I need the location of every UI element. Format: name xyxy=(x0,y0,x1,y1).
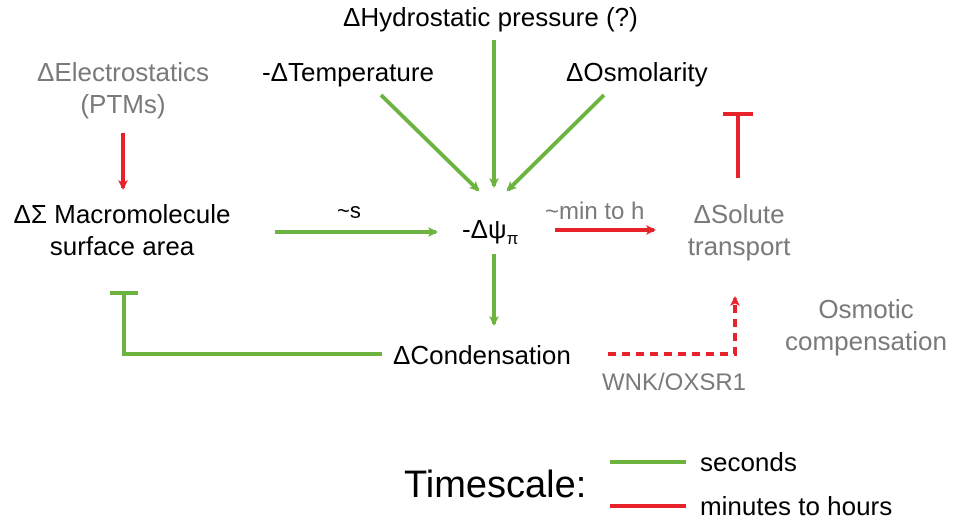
inhibit-condensation-to-surface xyxy=(122,293,382,356)
node-osmotic-compensation: Osmotic compensation xyxy=(776,293,956,357)
node-electrostatics: ΔElectrostatics (PTMs) xyxy=(20,56,226,120)
legend-title: Timescale: xyxy=(404,464,587,506)
node-surface-line1: ΔΣ Macromolecule xyxy=(13,199,231,229)
node-solute-line2: transport xyxy=(687,231,791,261)
edge-label-seconds: ~s xyxy=(337,198,361,223)
arrow-temperature-to-psi xyxy=(379,93,480,192)
node-electrostatics-line1: ΔElectrostatics xyxy=(37,57,209,87)
legend-red-label: minutes to hours xyxy=(700,491,893,521)
psi-text: -Δψ xyxy=(462,214,507,244)
node-osmolarity: ΔOsmolarity xyxy=(566,57,708,87)
legend-green-label: seconds xyxy=(700,447,797,477)
edge-label-min-to-h: ~min to h xyxy=(545,198,645,225)
dashed-condensation-to-solute xyxy=(608,296,740,356)
node-macromolecule-surface-area: ΔΣ Macromolecule surface area xyxy=(2,198,242,262)
node-hydrostatic-pressure: ΔHydrostatic pressure (?) xyxy=(343,2,638,32)
node-condensation: ΔCondensation xyxy=(393,340,571,370)
node-water-potential: -Δψπ xyxy=(462,213,518,255)
node-osmotic-line2: compensation xyxy=(785,326,947,356)
node-surface-line2: surface area xyxy=(49,231,195,261)
node-electrostatics-line2: (PTMs) xyxy=(80,89,166,119)
edge-label-wnk-oxsr1: WNK/OXSR1 xyxy=(602,369,747,396)
node-solute-transport: ΔSolute transport xyxy=(668,198,810,262)
psi-subscript: π xyxy=(506,229,519,248)
node-osmotic-line1: Osmotic xyxy=(818,294,914,324)
arrow-osmolarity-to-psi xyxy=(506,93,606,192)
node-solute-line1: ΔSolute xyxy=(693,199,785,229)
node-temperature: -ΔTemperature xyxy=(262,57,434,87)
